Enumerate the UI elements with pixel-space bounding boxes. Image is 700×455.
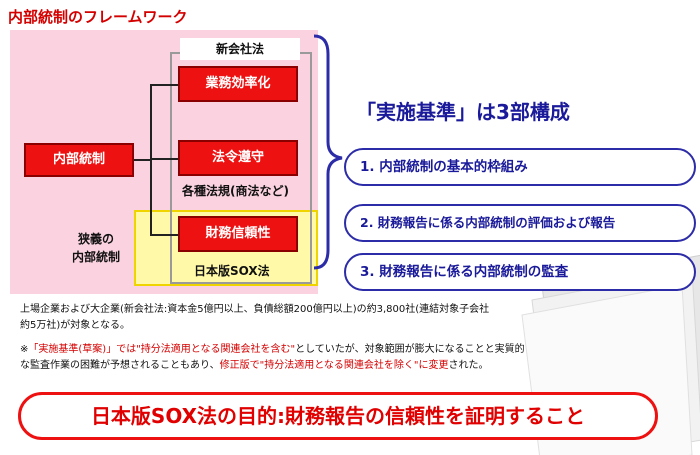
purpose-banner: 日本版SOX法の目的:財務報告の信頼性を証明すること <box>18 392 658 440</box>
curly-brace-top <box>312 34 344 270</box>
laws-sublabel: 各種法規(商法など) <box>182 182 289 199</box>
note-mid: としていたが、対象範囲が膨大になることと実質的 <box>295 344 525 355</box>
connector-branch-3 <box>150 234 178 236</box>
connector-root-out <box>134 159 150 161</box>
jsox-label: 日本版SOX法 <box>194 262 270 279</box>
narrow-label-2: 内部統制 <box>72 248 120 265</box>
note-line2a: な監査作業の困難が予想されることもあり、 <box>20 360 220 371</box>
scope-note-line2: 約5万社)が対象となる。 <box>20 318 610 333</box>
connector-branch-2 <box>150 158 178 160</box>
structure-heading: 「実施基準」は3部構成 <box>356 96 570 125</box>
company-law-label: 新会社法 <box>180 38 300 60</box>
revision-note-line1: ※「実施基準(草案)」では"持分法適用となる関連会社を含む"としていたが、対象範… <box>20 342 610 357</box>
revision-note-line2: な監査作業の困難が予想されることもあり、修正版で"持分法適用となる関連会社を除く… <box>20 358 610 373</box>
note-red-2: 修正版で"持分法適用となる関連会社を除く"に変更 <box>220 360 449 371</box>
connector-branch-1 <box>150 84 178 86</box>
item-1-pill: 1. 内部統制の基本的枠組み <box>344 148 696 186</box>
item-3-pill: 3. 財務報告に係る内部統制の監査 <box>344 253 696 291</box>
narrow-label-1: 狭義の <box>78 230 114 247</box>
page-title: 内部統制のフレームワーク <box>8 6 188 27</box>
note-red-1: 「実施基準(草案)」では"持分法適用となる関連会社を含む" <box>28 344 295 355</box>
compliance-box: 法令遵守 <box>178 140 298 176</box>
note-line2b: された。 <box>449 360 489 371</box>
internal-control-box: 内部統制 <box>24 143 134 177</box>
financial-reliability-box: 財務信頼性 <box>178 216 298 252</box>
scope-note-line1: 上場企業および大企業(新会社法:資本金5億円以上、負債総額200億円以上)の約3… <box>20 302 610 317</box>
efficiency-box: 業務効率化 <box>178 66 298 102</box>
item-2-pill: 2. 財務報告に係る内部統制の評価および報告 <box>344 204 696 242</box>
